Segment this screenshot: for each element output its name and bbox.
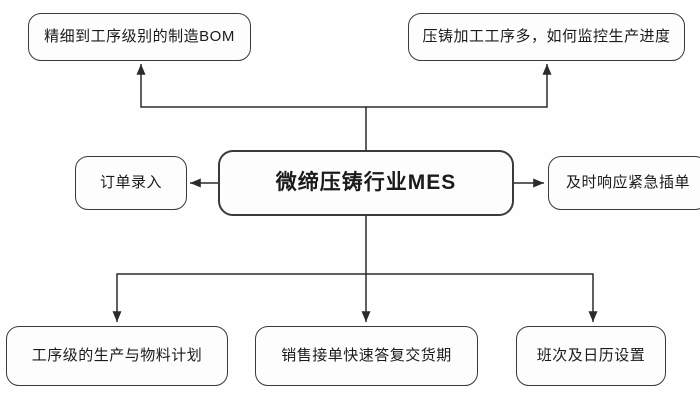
node-process-level-plan[interactable]: 工序级的生产与物料计划 bbox=[6, 326, 228, 386]
node-order-entry[interactable]: 订单录入 bbox=[75, 156, 187, 210]
node-label-center-mes: 微缔压铸行业MES bbox=[275, 171, 457, 195]
node-shift-calendar-setup[interactable]: 班次及日历设置 bbox=[516, 326, 666, 386]
node-label-process-level-plan: 工序级的生产与物料计划 bbox=[31, 346, 203, 364]
edge-center-to-shift-calendar-setup bbox=[366, 273, 598, 323]
node-sales-delivery-reply[interactable]: 销售接单快速答复交货期 bbox=[255, 326, 478, 386]
node-label-shift-calendar-setup: 班次及日历设置 bbox=[536, 346, 646, 364]
edge-center-to-process-level-plan bbox=[112, 273, 366, 323]
node-label-monitor-progress: 压铸加工工序多，如何监控生产进度 bbox=[422, 27, 671, 45]
node-label-manufacturing-bom: 精细到工序级别的制造BOM bbox=[44, 27, 235, 45]
edge-center-to-manufacturing-bom bbox=[136, 63, 367, 150]
node-manufacturing-bom[interactable]: 精细到工序级别的制造BOM bbox=[28, 13, 251, 61]
node-label-order-entry: 订单录入 bbox=[99, 173, 162, 191]
edge-center-to-monitor-progress bbox=[366, 63, 552, 108]
node-label-sales-delivery-reply: 销售接单快速答复交货期 bbox=[281, 346, 452, 364]
node-center-mes[interactable]: 微缔压铸行业MES bbox=[218, 150, 514, 216]
node-monitor-progress[interactable]: 压铸加工工序多，如何监控生产进度 bbox=[408, 13, 685, 61]
node-urgent-order-response[interactable]: 及时响应紧急插单 bbox=[548, 156, 700, 210]
node-label-urgent-order-response: 及时响应紧急插单 bbox=[565, 173, 690, 191]
